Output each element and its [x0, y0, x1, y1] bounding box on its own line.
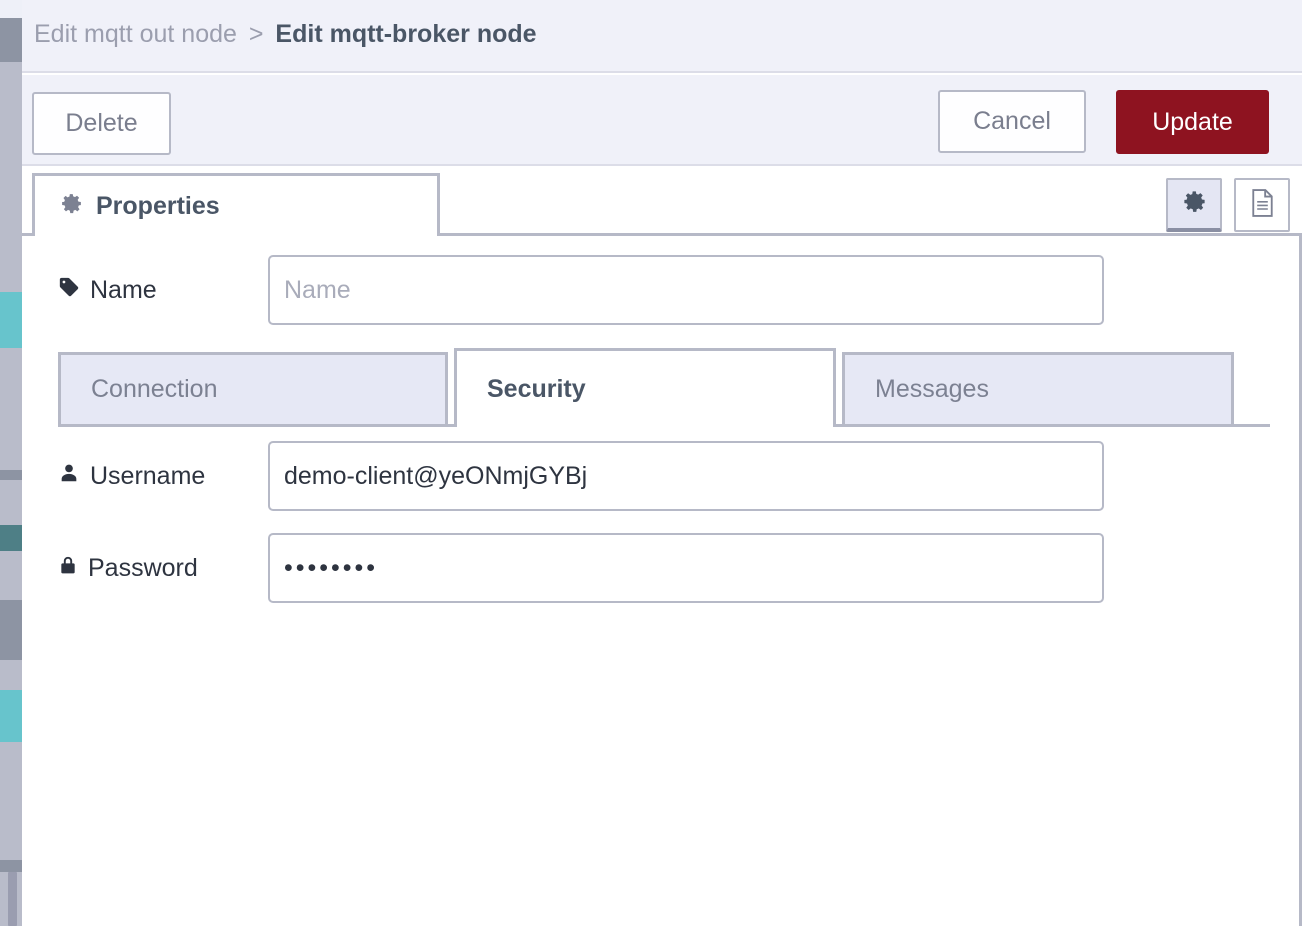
- username-row: Username: [22, 441, 1302, 511]
- canvas-fragment: [0, 62, 22, 92]
- name-label: Name: [58, 276, 268, 305]
- tab-properties[interactable]: Properties: [32, 173, 440, 236]
- canvas-fragment: [0, 470, 22, 480]
- password-label-text: Password: [88, 553, 198, 582]
- password-label: Password: [58, 554, 268, 583]
- breadcrumb-current: Edit mqtt-broker node: [275, 20, 537, 48]
- canvas-scrollbar[interactable]: [8, 872, 17, 926]
- update-button[interactable]: Update: [1116, 90, 1269, 154]
- canvas-fragment: [0, 690, 22, 742]
- username-input[interactable]: [268, 441, 1104, 511]
- password-input[interactable]: ••••••••: [268, 533, 1104, 603]
- subtab-strip: Connection Security Messages: [22, 348, 1302, 428]
- tag-icon: [58, 276, 80, 305]
- dialog-header: Edit mqtt out node > Edit mqtt-broker no…: [22, 0, 1302, 73]
- password-row: Password ••••••••: [22, 533, 1302, 603]
- subtab-security[interactable]: Security: [454, 348, 836, 427]
- settings-icon-button[interactable]: [1166, 178, 1222, 232]
- canvas-fragment: [0, 292, 22, 348]
- subtab-connection[interactable]: Connection: [58, 352, 448, 424]
- lock-icon: [58, 554, 78, 583]
- dialog-action-bar: Delete Cancel Update: [22, 75, 1302, 166]
- subtab-messages[interactable]: Messages: [842, 352, 1234, 424]
- dialog-tabstrip: Properties: [22, 168, 1302, 236]
- canvas-fragment: [0, 525, 22, 551]
- editor-canvas-strip: [0, 0, 22, 926]
- user-icon: [58, 462, 80, 491]
- canvas-fragment: [0, 600, 22, 660]
- canvas-fragment: [0, 18, 22, 62]
- name-row: Name: [22, 255, 1302, 325]
- tab-properties-label: Properties: [96, 191, 220, 220]
- document-icon: [1249, 188, 1276, 223]
- canvas-fragment: [0, 860, 22, 872]
- properties-panel: Name Connection Security Messages Userna…: [22, 236, 1302, 926]
- edit-node-dialog: Edit mqtt out node > Edit mqtt-broker no…: [22, 0, 1302, 926]
- name-input[interactable]: [268, 255, 1104, 325]
- breadcrumb-parent[interactable]: Edit mqtt out node: [34, 20, 237, 48]
- canvas-fragment: [0, 0, 22, 18]
- gear-icon: [1181, 188, 1208, 220]
- breadcrumb-separator: >: [248, 20, 264, 48]
- delete-button[interactable]: Delete: [32, 92, 171, 155]
- username-label: Username: [58, 462, 268, 491]
- name-label-text: Name: [90, 275, 157, 304]
- gear-icon: [59, 191, 84, 221]
- tabstrip-underline: [22, 233, 1302, 236]
- username-label-text: Username: [90, 461, 206, 490]
- breadcrumb: Edit mqtt out node > Edit mqtt-broker no…: [34, 20, 537, 49]
- description-icon-button[interactable]: [1234, 178, 1290, 232]
- cancel-button[interactable]: Cancel: [938, 90, 1086, 153]
